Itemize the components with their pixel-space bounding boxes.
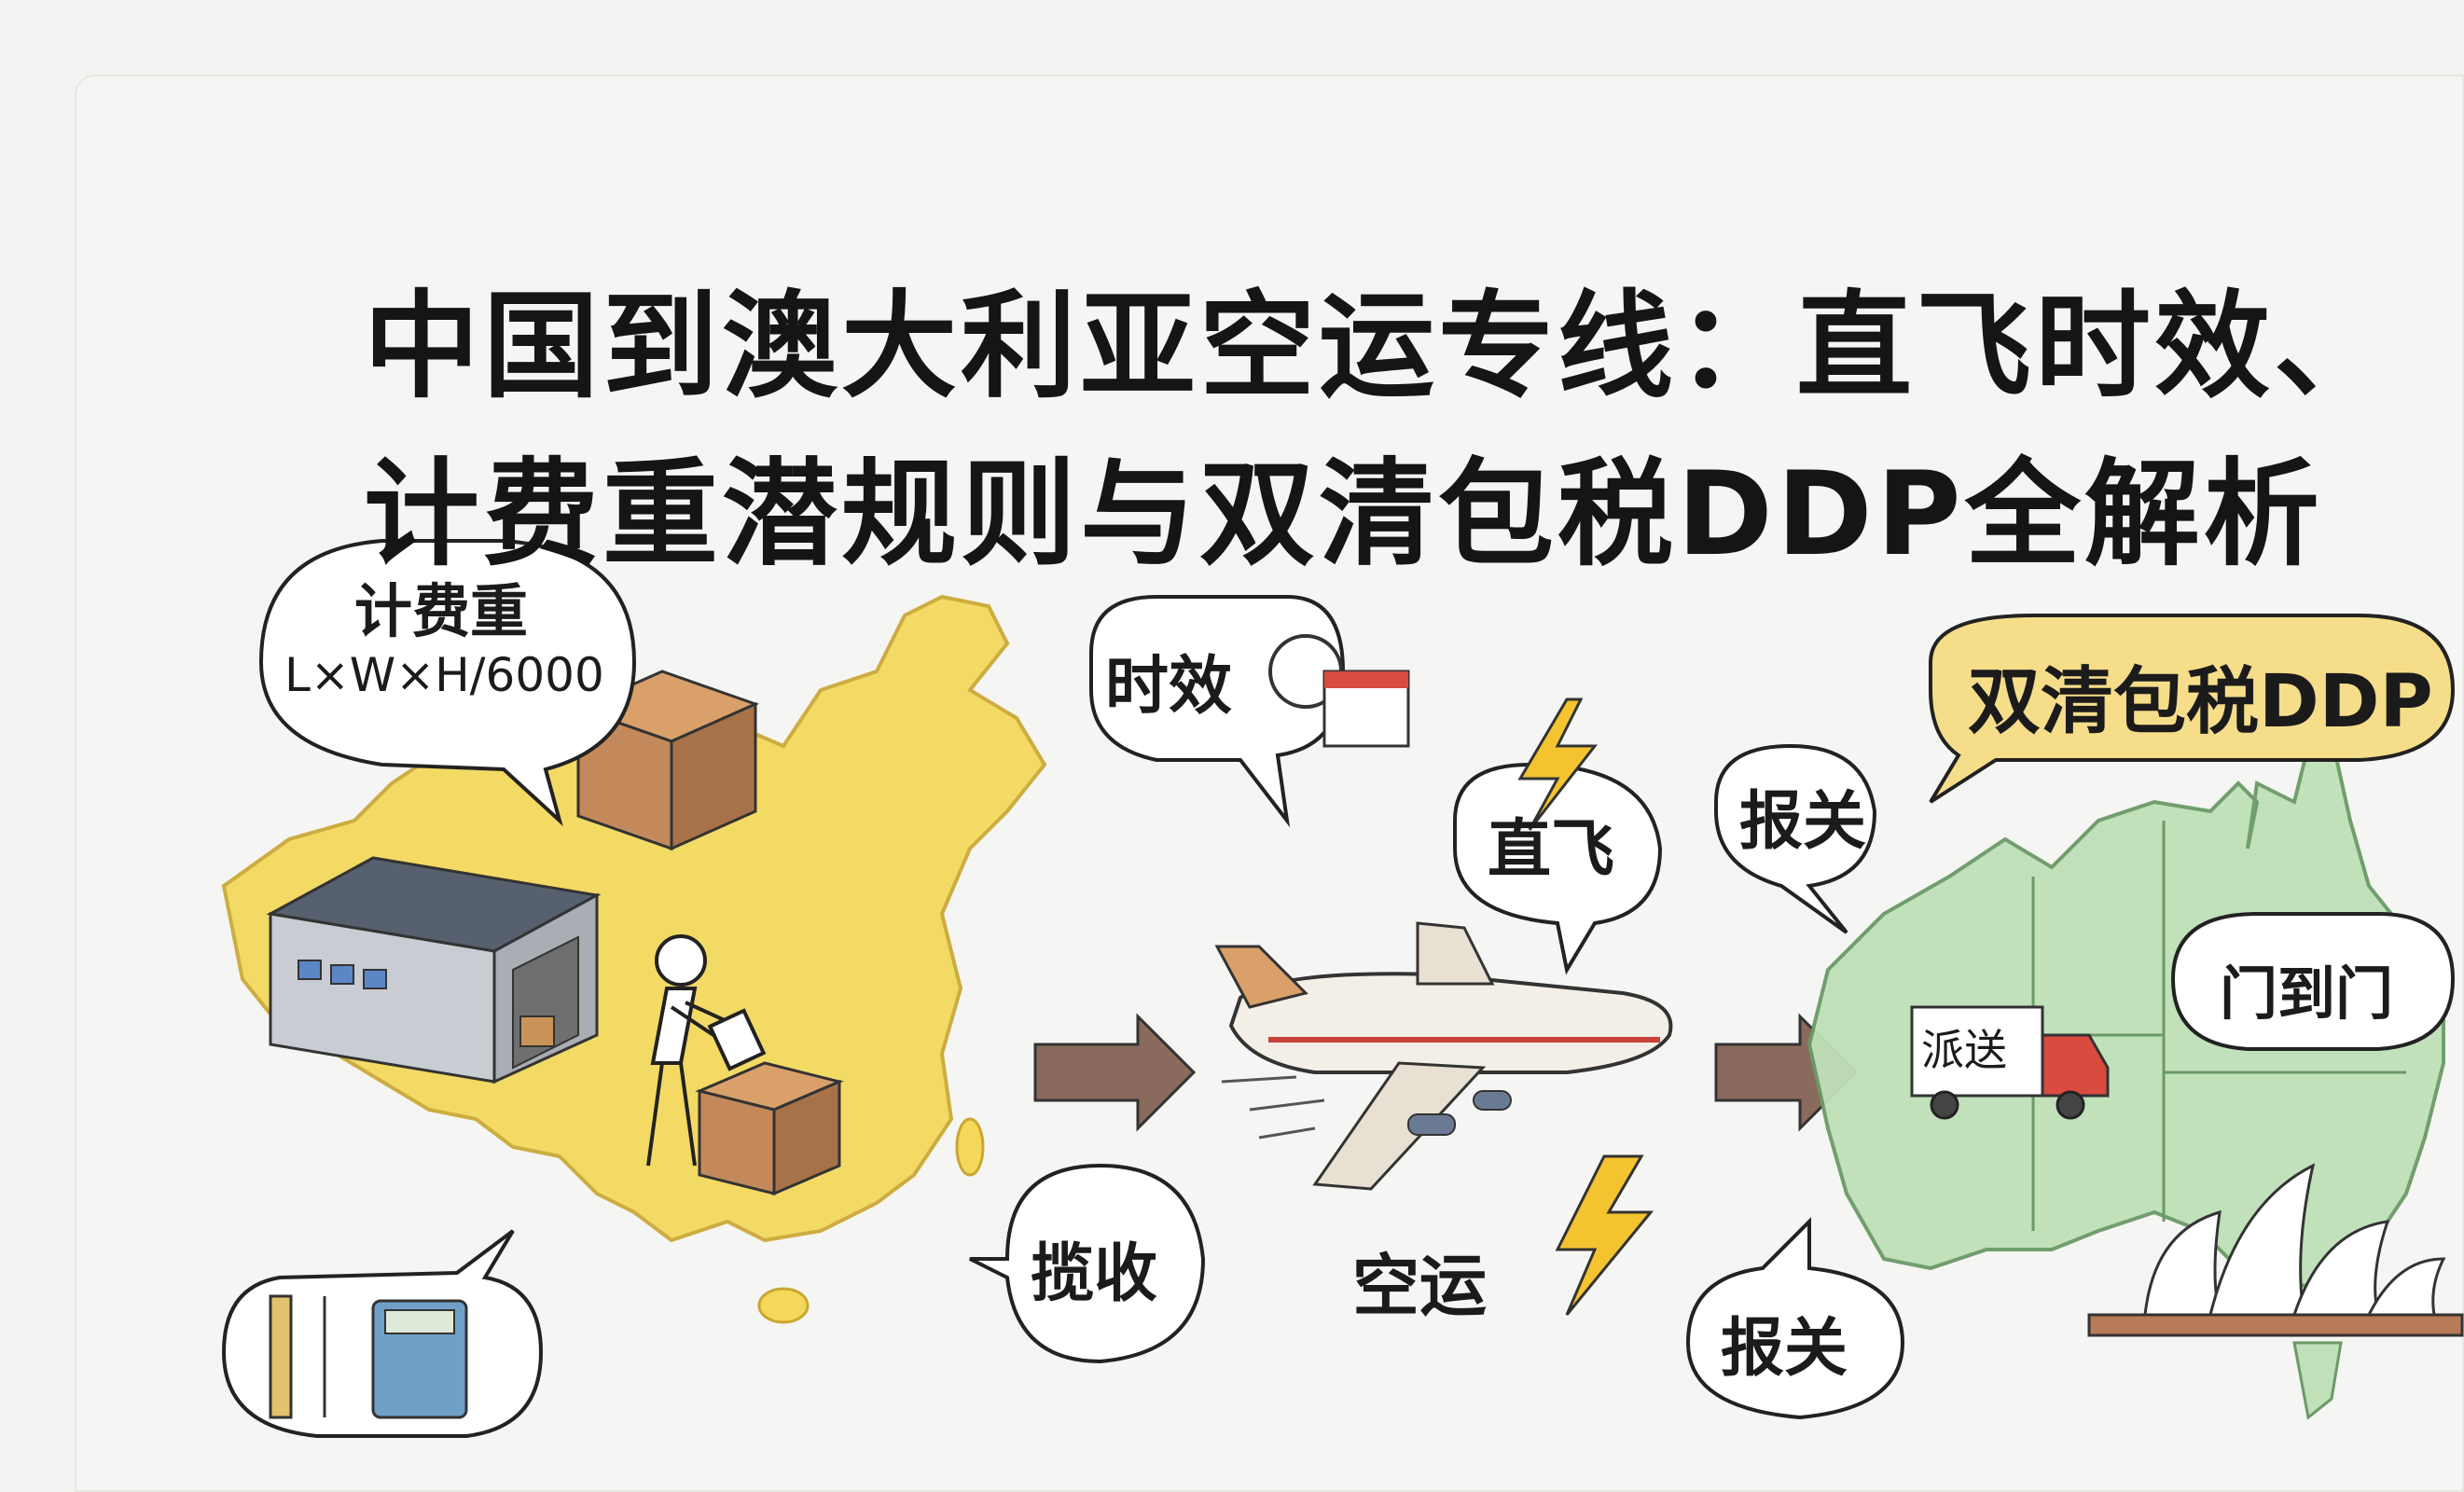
lightning-icon-top bbox=[1517, 698, 1599, 831]
bubble-pickup bbox=[969, 1163, 1206, 1364]
illustration-canvas bbox=[221, 539, 2464, 1438]
label-time: 时效 bbox=[1105, 650, 1233, 724]
lightning-icon-bottom bbox=[1555, 1154, 1654, 1316]
label-customs-bottom: 报关 bbox=[1721, 1312, 1848, 1386]
bubble-ddp bbox=[1929, 614, 2456, 804]
taiwan-island bbox=[955, 1117, 985, 1177]
opera-house-icon bbox=[2087, 1163, 2464, 1337]
title-line-1: 中国到澳大利亚空运专线：直飞时效、 bbox=[364, 280, 2394, 414]
title-line-2: 计费重潜规则与双清包税DDP全解析 bbox=[364, 448, 2323, 582]
bubble-chargeable-weight bbox=[258, 539, 637, 827]
label-air-freight: 空运 bbox=[1352, 1247, 1488, 1325]
bubble-customs-top bbox=[1714, 743, 1877, 934]
label-ddp: 双清包税DDP bbox=[1968, 660, 2433, 744]
warehouse-icon bbox=[266, 856, 602, 1084]
label-pickup: 揽收 bbox=[1031, 1237, 1158, 1311]
label-formula: L×W×H/6000 bbox=[284, 648, 604, 702]
label-door-to-door: 门到门 bbox=[2220, 960, 2394, 1028]
label-delivery: 派送 bbox=[1921, 1025, 2007, 1075]
ruler-icon bbox=[269, 1294, 293, 1419]
label-direct: 直飞 bbox=[1488, 813, 1615, 887]
bubble-door-to-door bbox=[2170, 912, 2456, 1051]
bubble-customs-bottom bbox=[1685, 1217, 1905, 1420]
airplane-icon bbox=[1214, 921, 1673, 1191]
label-chargeable-weight: 计费重 bbox=[354, 577, 529, 645]
arrow-right-icon bbox=[1033, 1013, 1197, 1132]
illustration-card: 中国到澳大利亚空运专线：直飞时效、 计费重潜规则与双清包税DDP全解析 计费重 … bbox=[75, 75, 2464, 1492]
australia-map bbox=[1806, 725, 2445, 1290]
tasmania-island bbox=[2292, 1341, 2343, 1420]
parcel-box-icon bbox=[695, 1061, 844, 1196]
hainan-island bbox=[757, 1287, 810, 1324]
bubble-direct bbox=[1453, 762, 1663, 975]
courier-person-icon bbox=[646, 934, 767, 1167]
label-customs-top: 报关 bbox=[1739, 785, 1867, 859]
delivery-truck-icon bbox=[1910, 1005, 2110, 1120]
